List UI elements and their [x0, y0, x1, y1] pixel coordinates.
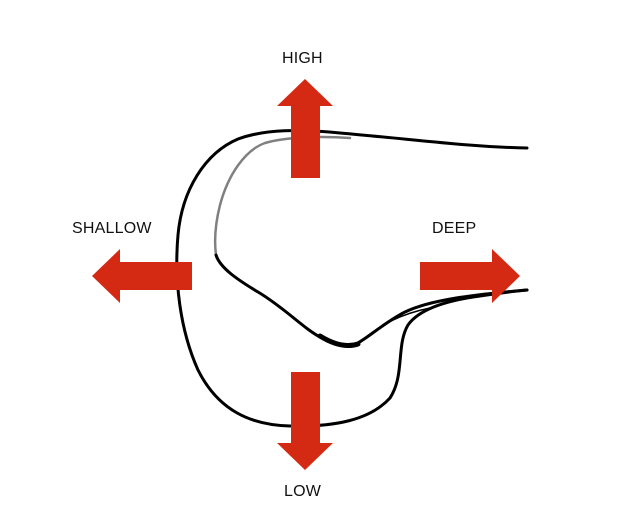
label-deep: DEEP [432, 220, 477, 237]
arrow-up-icon [277, 79, 333, 178]
inner-outline-gray [213, 135, 352, 257]
label-low: LOW [284, 483, 322, 500]
arrow-right-icon [420, 249, 520, 303]
arrow-left-icon [92, 249, 192, 303]
label-high: HIGH [282, 50, 323, 67]
label-shallow: SHALLOW [72, 220, 152, 237]
arrow-down-icon [277, 372, 333, 470]
inner-valley-accent [317, 333, 361, 349]
inner-lower-edge [359, 307, 431, 343]
